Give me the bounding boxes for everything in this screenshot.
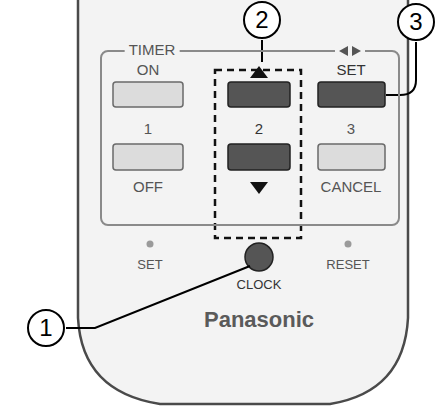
callout-number: 3 — [409, 10, 422, 34]
down-button — [228, 144, 290, 170]
callout-number: 2 — [255, 8, 268, 32]
callout-circle: 1 — [27, 309, 65, 347]
button-label: OFF — [133, 179, 163, 194]
highlight-box — [215, 70, 301, 238]
remote-body — [78, 0, 408, 404]
button-label: SET — [137, 258, 162, 271]
button-label: ON — [137, 62, 160, 77]
group-heading: TIMER — [125, 42, 180, 57]
brand-logo: Panasonic — [204, 309, 314, 331]
button-label: CANCEL — [321, 179, 382, 194]
down-triangle — [250, 182, 268, 194]
timer-on-button — [113, 82, 183, 107]
callout-circle: 2 — [243, 1, 281, 39]
button-label: 1 — [144, 121, 152, 136]
up-triangle — [250, 66, 268, 78]
set-button — [318, 82, 385, 107]
direction-symbol — [335, 44, 365, 58]
cancel-button — [318, 144, 385, 170]
button-label: 3 — [347, 121, 355, 136]
button-label: 2 — [255, 121, 263, 136]
button-label: SET — [336, 62, 365, 77]
up-button — [228, 82, 290, 107]
timer-off-button — [113, 144, 183, 170]
callout-number: 1 — [39, 316, 52, 340]
callout-circle: 3 — [397, 3, 435, 41]
button-label: RESET — [326, 258, 369, 271]
set-hole — [147, 241, 154, 248]
button-label: CLOCK — [237, 278, 282, 291]
reset-hole — [345, 241, 352, 248]
